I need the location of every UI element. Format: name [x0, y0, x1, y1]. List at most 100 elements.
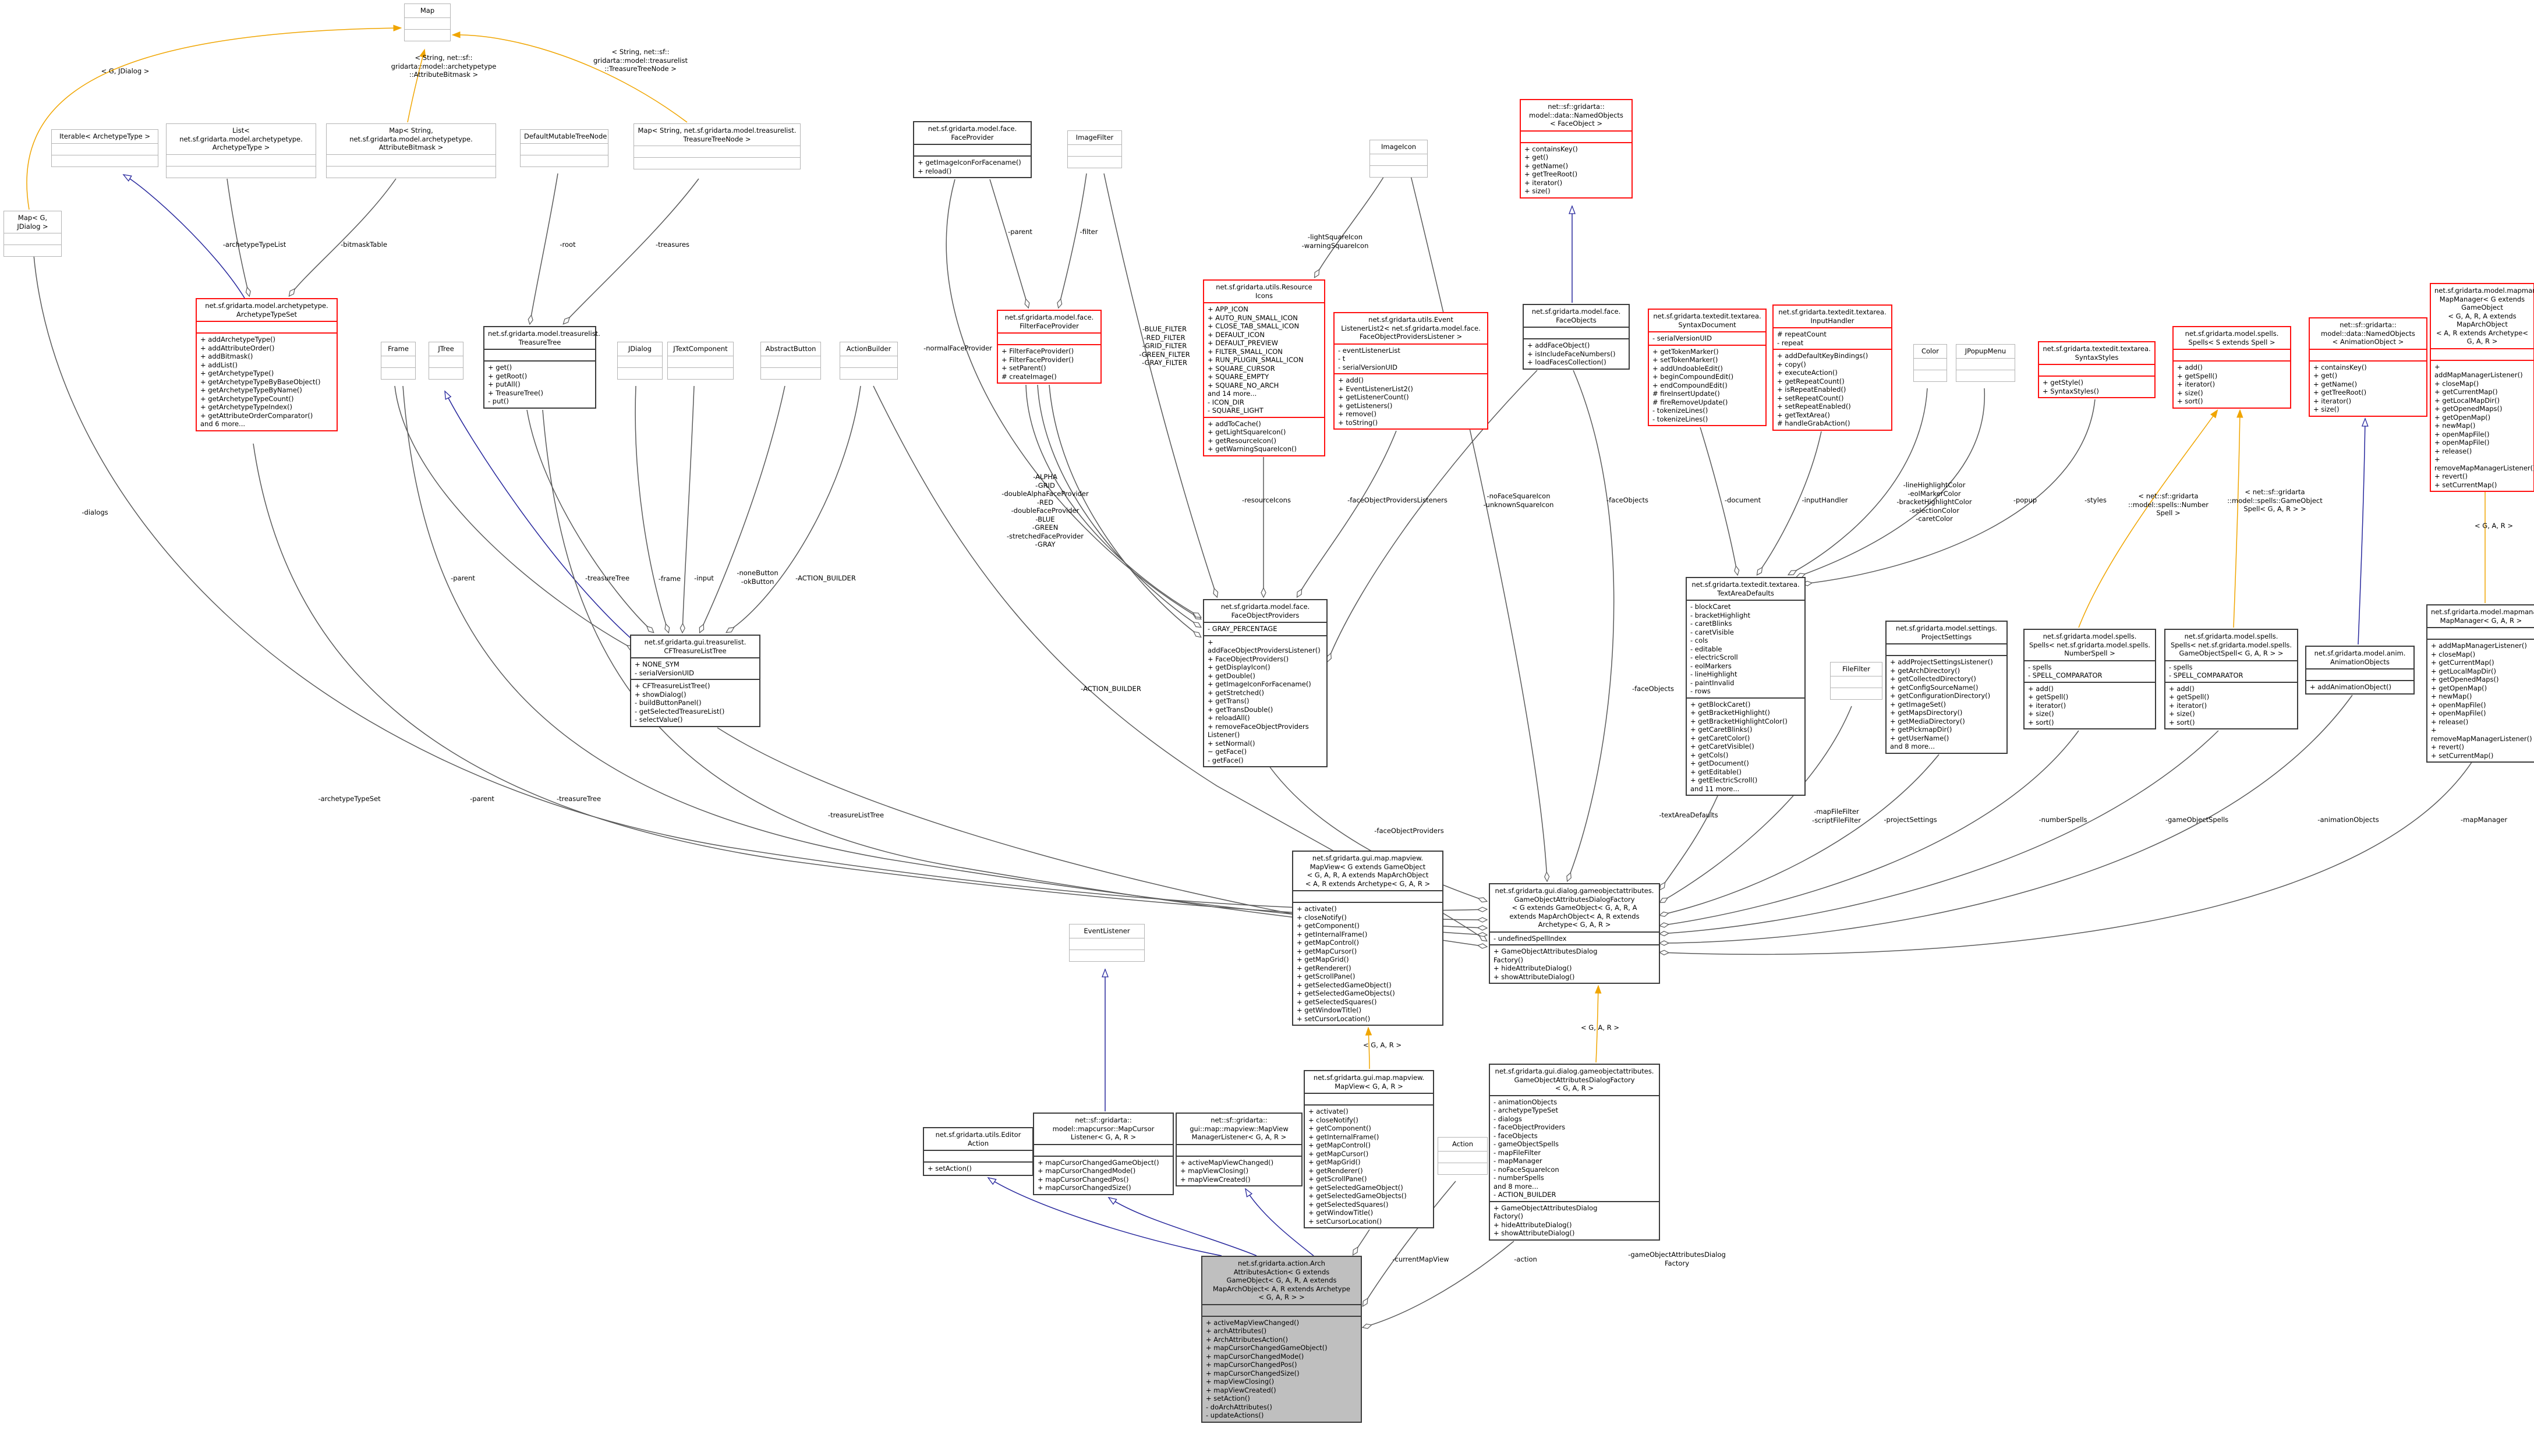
iterable-archetype-type-title: Iterable< ArchetypeType > [59, 132, 151, 140]
file-filter-methods [1831, 687, 1882, 699]
map-view-generic-methods: + activate()+ closeNotify()+ getComponen… [1293, 902, 1442, 1025]
map-view-gar-attributes [1305, 1093, 1433, 1104]
map-manager-gar-title: net.sf.gridarta.model.mapmanager.MapMana… [2431, 608, 2534, 625]
map-cursor-listener-methods: + mapCursorChangedGameObject()+ mapCurso… [1034, 1155, 1173, 1194]
edge-label-nonebutton: -noneButton-okButton [737, 569, 778, 586]
edge-51 [1353, 1229, 1370, 1255]
map-view-manager-listener-title: net::sf::gridarta::gui::map::mapview::Ma… [1190, 1116, 1289, 1141]
class-map-attribute-bitmask[interactable]: Map< String, net.sf.gridarta.model.arche… [326, 123, 496, 178]
file-filter-title: FileFilter [1842, 665, 1870, 673]
class-map-manager-generic[interactable]: net.sf.gridarta.model.mapmanager.MapMana… [2430, 283, 2534, 492]
class-spells-game-object-spell[interactable]: net.sf.gridarta.model.spells.Spells< net… [2164, 629, 2298, 729]
iterable-archetype-type-attributes [52, 143, 158, 155]
class-frame[interactable]: Frame [381, 342, 416, 380]
edge-0 [26, 24, 402, 210]
edge-label-string-net-sf: < String, net::sf::gridarta::model::trea… [593, 48, 688, 73]
archetype-type-set-title: net.sf.gridarta.model.archetypetype.Arch… [205, 302, 328, 318]
map-attribute-bitmask-attributes [327, 154, 496, 166]
class-action-builder[interactable]: ActionBuilder [840, 342, 898, 380]
class-map-view-gar[interactable]: net.sf.gridarta.gui.map.mapview.MapView<… [1304, 1070, 1434, 1228]
edge-label-alpha: -ALPHA-GRID-doubleAlphaFaceProvider-RED-… [1001, 473, 1089, 548]
class-map-view-manager-listener[interactable]: net::sf::gridarta::gui::map::mapview::Ma… [1176, 1113, 1303, 1186]
class-syntax-document[interactable]: net.sf.gridarta.textedit.textarea.Syntax… [1648, 309, 1767, 426]
class-event-listener[interactable]: EventListener [1069, 924, 1145, 962]
class-default-mutable-tree-node[interactable]: DefaultMutableTreeNode [520, 129, 608, 167]
face-provider-title: net.sf.gridarta.model.face.FaceProvider [928, 125, 1017, 141]
class-input-handler[interactable]: net.sf.gridarta.textedit.textarea.InputH… [1772, 304, 1892, 431]
class-cf-treasure-list-tree[interactable]: net.sf.gridarta.gui.treasurelist.CFTreas… [630, 635, 760, 727]
map-title: Map [420, 6, 435, 15]
class-face-objects[interactable]: net.sf.gridarta.model.face.FaceObjects+ … [1523, 304, 1630, 370]
edge-2 [451, 31, 688, 123]
class-spells-generic[interactable]: net.sf.gridarta.model.spells.Spells< S e… [2172, 326, 2291, 409]
class-color[interactable]: Color [1913, 344, 1947, 382]
class-list-archetype-type[interactable]: List< net.sf.gridarta.model.archetypetyp… [166, 123, 316, 178]
edge-18 [635, 385, 668, 632]
edge-label-numberspells: -numberSpells [2038, 816, 2087, 824]
image-icon-attributes [1370, 153, 1427, 165]
class-map-view-generic[interactable]: net.sf.gridarta.gui.map.mapview.MapView<… [1292, 851, 1443, 1026]
class-filter-face-provider[interactable]: net.sf.gridarta.model.face.FilterFacePro… [997, 310, 1102, 384]
class-archetype-type-set[interactable]: net.sf.gridarta.model.archetypetype.Arch… [196, 298, 338, 431]
edge-label-g-jdialog: < G, JDialog > [101, 67, 150, 75]
class-jpopup-menu[interactable]: JPopupMenu [1956, 344, 2015, 382]
class-jdialog[interactable]: JDialog [617, 342, 663, 380]
abstract-button-attributes [761, 355, 820, 367]
class-animation-objects[interactable]: net.sf.gridarta.model.anim.AnimationObje… [2305, 646, 2415, 695]
map-view-gar-methods: + activate()+ closeNotify()+ getComponen… [1305, 1104, 1433, 1227]
abstract-button-methods [761, 367, 820, 379]
class-treasure-tree[interactable]: net.sf.gridarta.model.treasurelist.Treas… [483, 326, 600, 409]
class-abstract-button[interactable]: AbstractButton [760, 342, 821, 380]
class-goadf-generic[interactable]: net.sf.gridarta.gui.dialog.gameobjectatt… [1489, 883, 1660, 984]
map-manager-generic-attributes [2431, 348, 2533, 360]
class-face-provider[interactable]: net.sf.gridarta.model.face.FaceProvider+… [913, 121, 1032, 178]
class-jtext-component[interactable]: JTextComponent [667, 342, 734, 380]
class-file-filter[interactable]: FileFilter [1830, 662, 1882, 700]
filter-face-provider-methods: + FilterFaceProvider()+ FilterFaceProvid… [998, 344, 1100, 382]
class-goadf-gar[interactable]: net.sf.gridarta.gui.dialog.gameobjectatt… [1489, 1064, 1660, 1241]
class-jtree[interactable]: JTree [429, 342, 463, 380]
class-spells-number-spell[interactable]: net.sf.gridarta.model.spells.Spells< net… [2023, 629, 2156, 729]
class-face-object-providers[interactable]: net.sf.gridarta.model.face.FaceObjectPro… [1203, 599, 1328, 767]
goadf-gar-attributes: - animationObjects- archetypeTypeSet- di… [1490, 1094, 1659, 1201]
iterable-archetype-type-methods [52, 154, 158, 166]
class-syntax-styles[interactable]: net.sf.gridarta.textedit.textarea.Syntax… [2038, 341, 2156, 398]
editor-action-methods: + setAction() [924, 1161, 1032, 1175]
class-text-area-defaults[interactable]: net.sf.gridarta.textedit.textarea.TextAr… [1686, 577, 1806, 796]
edge-label-faceobjectproviders: -faceObjectProviders [1374, 827, 1444, 835]
edge-6 [1365, 1026, 1372, 1069]
class-named-objects-animation-object[interactable]: net::sf::gridarta::model::data::NamedObj… [2309, 317, 2427, 417]
face-objects-attributes [1524, 327, 1629, 338]
class-iterable-archetype-type[interactable]: Iterable< ArchetypeType > [51, 129, 158, 167]
class-map-treasure-tree-node[interactable]: Map< String, net.sf.gridarta.model.treas… [634, 123, 801, 169]
class-map[interactable]: Map [404, 3, 451, 41]
edge-49 [1037, 384, 1201, 627]
map-g-jdialog-title: Map< G, JDialog > [17, 214, 48, 231]
edge-label-action: -action [1514, 1255, 1537, 1263]
class-image-filter[interactable]: ImageFilter [1067, 130, 1122, 168]
map-cursor-listener-title: net::sf::gridarta::model::mapcursor::Map… [1052, 1116, 1155, 1141]
class-action[interactable]: Action [1438, 1137, 1488, 1175]
edge-label-inputhandler: -inputHandler [1802, 496, 1848, 504]
edge-label-faceobjectproviderslisteners: -faceObjectProvidersListeners [1347, 496, 1448, 504]
archetype-type-set-attributes [197, 321, 337, 332]
map-manager-gar-attributes [2427, 627, 2534, 639]
jdialog-attributes [618, 355, 662, 367]
class-map-g-jdialog[interactable]: Map< G, JDialog > [3, 211, 62, 257]
animation-objects-methods: + addAnimationObject() [2306, 680, 2413, 693]
edge-label-blue-filter: -BLUE_FILTER-RED_FILTER-GRID_FILTER-GREE… [1139, 325, 1190, 367]
resource-icons-attributes: + APP_ICON+ AUTO_RUN_SMALL_ICON+ CLOSE_T… [1204, 302, 1324, 417]
class-image-icon[interactable]: ImageIcon [1369, 140, 1428, 178]
class-map-cursor-listener[interactable]: net::sf::gridarta::model::mapcursor::Map… [1033, 1113, 1174, 1195]
class-map-manager-gar[interactable]: net.sf.gridarta.model.mapmanager.MapMana… [2426, 604, 2534, 763]
class-project-settings[interactable]: net.sf.gridarta.model.settings.ProjectSe… [1885, 621, 2008, 754]
class-named-objects-face-object[interactable]: net::sf::gridarta::model::data::NamedObj… [1520, 99, 1633, 199]
project-settings-methods: + addProjectSettingsListener()+ getArchD… [1887, 655, 2006, 753]
